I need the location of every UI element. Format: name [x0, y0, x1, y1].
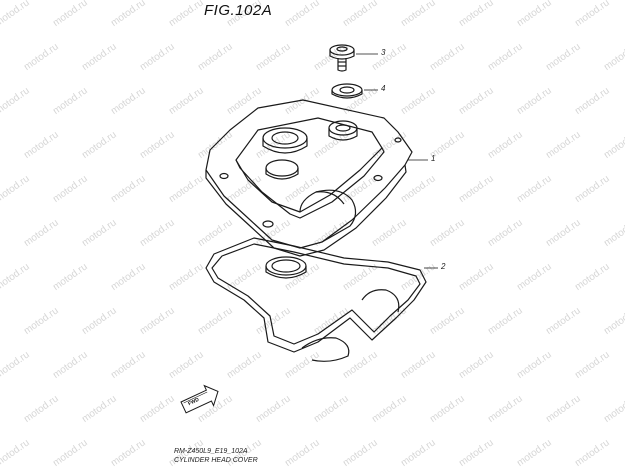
cylinder-head-cover-part[interactable] — [205, 99, 413, 257]
callout-4: 4 — [381, 84, 386, 93]
washer-part[interactable] — [331, 83, 363, 99]
model-code: RM-Z450L9_E19_102A — [174, 448, 248, 455]
bolt-part[interactable] — [329, 44, 355, 72]
callout-2: 2 — [441, 262, 446, 271]
figure-title: FIG.102A — [204, 2, 273, 19]
callout-1: 1 — [431, 154, 436, 163]
figure-caption: CYLINDER HEAD COVER — [174, 457, 258, 464]
gasket-part[interactable] — [205, 237, 427, 362]
callout-3: 3 — [381, 48, 386, 57]
fwd-arrow-icon — [180, 384, 219, 414]
